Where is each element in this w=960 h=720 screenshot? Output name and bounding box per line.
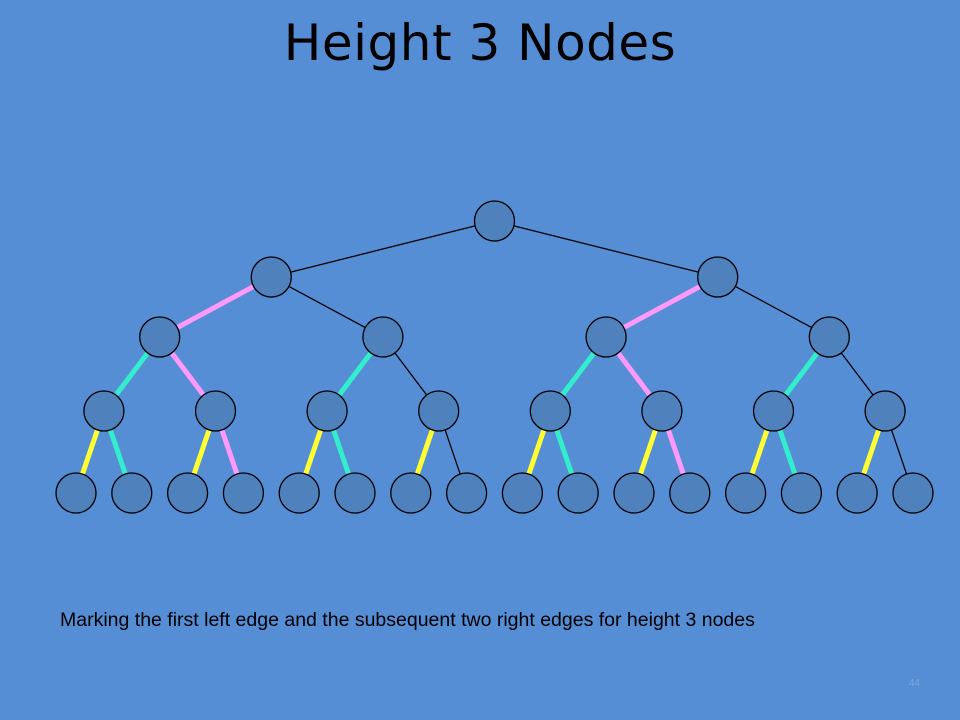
tree-edge-cyan: [560, 351, 597, 397]
tree-edge-yellow: [414, 429, 435, 475]
tree-node: [641, 390, 683, 432]
tree-edge-pink: [622, 284, 702, 330]
tree-node: [864, 390, 906, 432]
tree-node: [55, 472, 97, 514]
tree-edge-cyan: [107, 429, 128, 475]
tree-node: [390, 472, 432, 514]
tree-edge-black: [890, 429, 908, 475]
tree-node: [83, 390, 125, 432]
tree-edge-cyan: [331, 429, 351, 475]
tree-edge-black: [444, 429, 461, 475]
binary-tree-diagram: [55, 200, 934, 514]
tree-node: [139, 316, 181, 358]
tree-edge-yellow: [749, 429, 770, 475]
tree-node: [306, 390, 348, 432]
tree-edge-yellow: [526, 429, 547, 475]
slide-number: 44: [908, 678, 920, 689]
tree-node: [501, 472, 544, 514]
tree-node: [724, 472, 767, 514]
tree-node: [752, 390, 795, 432]
tree-node: [669, 472, 711, 514]
tree-node: [250, 256, 292, 298]
tree-edge-yellow: [191, 429, 212, 475]
tree-edge-pink: [616, 351, 652, 397]
tree-node: [362, 316, 404, 358]
tree-node: [194, 390, 237, 432]
tree-node: [222, 472, 265, 514]
tree-edge-cyan: [783, 351, 820, 397]
slide-caption: Marking the first left edge and the subs…: [60, 609, 755, 631]
tree-node: [111, 472, 153, 514]
tree-edge-pink: [219, 429, 240, 475]
tree-node: [585, 316, 627, 358]
tree-edge-yellow: [638, 429, 658, 475]
tree-node: [613, 472, 655, 514]
tree-edge-cyan: [113, 351, 150, 397]
tree-edge-yellow: [861, 429, 882, 475]
tree-edge-yellow: [303, 429, 324, 475]
tree-node: [445, 472, 488, 514]
tree-node: [808, 316, 850, 358]
tree-node: [557, 472, 599, 514]
tree-node: [780, 472, 823, 514]
tree-node: [892, 472, 934, 514]
tree-edge-black: [840, 352, 874, 396]
tree-edge-pink: [169, 351, 206, 397]
tree-node: [334, 472, 376, 514]
tree-edge-black: [394, 352, 428, 396]
tree-node: [473, 200, 516, 242]
tree-edge-black: [513, 225, 699, 273]
tree-edge-black: [290, 225, 476, 273]
tree-node: [529, 390, 571, 432]
tree-node: [836, 472, 878, 514]
tree-edge-black: [735, 285, 812, 329]
tree-edge-pink: [665, 429, 686, 475]
tree-nodes: [55, 200, 934, 514]
tree-edge-cyan: [337, 351, 373, 397]
tree-edge-pink: [176, 284, 255, 330]
tree-edge-cyan: [554, 429, 575, 475]
tree-node: [697, 256, 739, 298]
tree-node: [278, 472, 320, 514]
tree-node: [166, 472, 209, 514]
tree-edge-cyan: [777, 429, 798, 475]
slide-title: Height 3 Nodes: [283, 14, 677, 72]
tree-edges: [80, 225, 908, 475]
tree-edge-yellow: [80, 429, 100, 475]
tree-node: [418, 390, 460, 432]
tree-edge-black: [288, 285, 366, 329]
